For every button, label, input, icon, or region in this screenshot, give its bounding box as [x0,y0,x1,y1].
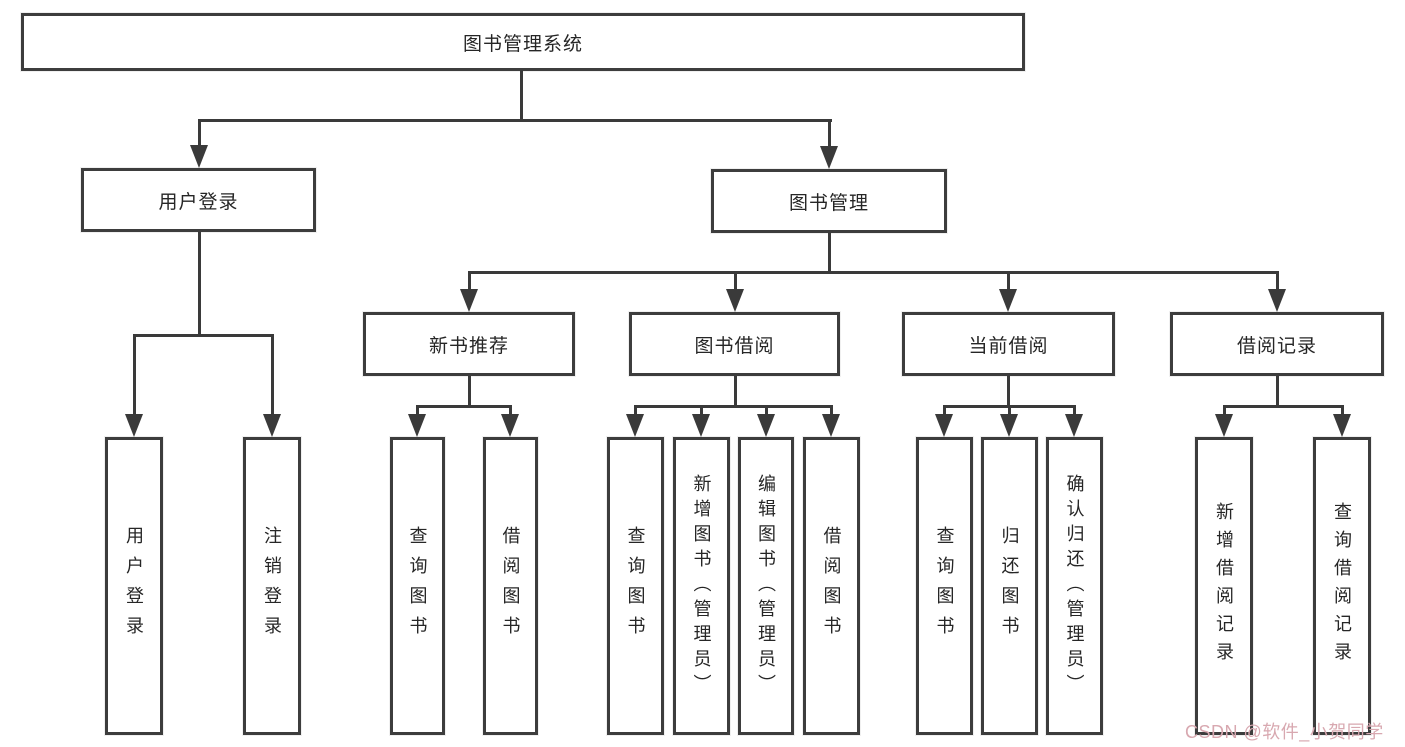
arrowhead-new-book-rec [460,289,478,312]
connector-drop-query-book-a [416,405,419,417]
connector-root-stem [520,70,523,121]
connector-drop-leaf-logout [271,334,274,414]
connector-user-login-stem [198,232,201,337]
connector-drop-borrow-book-a [509,405,512,417]
connector-drop-book-borrow [734,271,737,290]
arrowhead-return-book [1000,414,1018,437]
arrowhead-book-mgmt [820,146,838,169]
leaf-query-book-a: 查询图书 [390,437,445,735]
arrowhead-user-login [190,145,208,168]
connector-drop-confirm-return [1073,405,1076,417]
leaf-query-book-b: 查询图书 [607,437,664,735]
connector-book-borrow-stem [734,376,737,407]
node-user-login-label: 用户登录 [158,191,239,213]
connector-new-book-rec-bar [416,405,512,408]
connector-drop-current-borrow [1007,271,1010,290]
connector-drop-query-book-b [634,405,637,417]
node-book-mgmt: 图书管理 [711,169,947,233]
leaf-add-record: 新增借阅记录 [1195,437,1253,735]
leaf-user-login-label: 用户登录 [124,526,144,646]
connector-drop-return-book [1008,405,1011,417]
node-book-borrow-label: 图书借阅 [694,335,775,357]
connector-drop-query-record [1341,405,1344,417]
connector-user-login-bar [133,334,274,337]
node-book-borrow: 图书借阅 [629,312,840,376]
connector-drop-user-login [198,119,201,147]
leaf-add-book-label: 新增图书（管理员） [691,473,712,699]
arrowhead-borrow-record [1268,289,1286,312]
arrowhead-edit-book [757,414,775,437]
node-borrow-record: 借阅记录 [1170,312,1384,376]
leaf-borrow-book-a-label: 借阅图书 [500,526,521,646]
connector-drop-add-book [700,405,703,417]
leaf-borrow-book-a: 借阅图书 [483,437,538,735]
leaf-query-book-b-label: 查询图书 [625,526,646,646]
node-root: 图书管理系统 [21,13,1025,71]
csdn-watermark: CSDN @软件_小贺同学 [1185,722,1384,742]
arrowhead-borrow-book-a [501,414,519,437]
connector-borrow-record-stem [1276,376,1279,407]
arrowhead-confirm-return [1065,414,1083,437]
arrowhead-add-record [1215,414,1233,437]
leaf-add-book: 新增图书（管理员） [673,437,730,735]
connector-drop-borrow-record [1276,271,1279,290]
leaf-query-book-c: 查询图书 [916,437,973,735]
node-current-borrow-label: 当前借阅 [968,335,1049,357]
arrowhead-query-book-b [626,414,644,437]
leaf-return-book: 归还图书 [981,437,1038,735]
leaf-confirm-return: 确认归还（管理员） [1046,437,1103,735]
leaf-borrow-book-b: 借阅图书 [803,437,860,735]
node-borrow-record-label: 借阅记录 [1236,335,1317,357]
connector-drop-book-mgmt [828,119,831,147]
arrowhead-leaf-logout [263,414,281,437]
connector-drop-borrow-book-b [830,405,833,417]
connector-root-bar [198,119,832,122]
leaf-query-record-label: 查询借阅记录 [1332,502,1352,670]
connector-borrow-record-bar [1223,405,1344,408]
node-book-mgmt-label: 图书管理 [788,192,869,214]
node-user-login: 用户登录 [81,168,316,232]
arrowhead-book-borrow [726,289,744,312]
leaf-query-book-c-label: 查询图书 [934,526,955,646]
arrowhead-leaf-user-login [125,414,143,437]
arrowhead-add-book [692,414,710,437]
arrowhead-current-borrow [999,289,1017,312]
connector-book-mgmt-stem [828,233,831,273]
node-new-book-rec-label: 新书推荐 [428,335,509,357]
connector-book-borrow-bar [634,405,833,408]
leaf-query-book-a-label: 查询图书 [407,526,428,646]
connector-book-mgmt-bar [468,271,1279,274]
node-new-book-rec: 新书推荐 [363,312,575,376]
arrowhead-query-record [1333,414,1351,437]
connector-drop-edit-book [765,405,768,417]
arrowhead-query-book-a [408,414,426,437]
leaf-query-record: 查询借阅记录 [1313,437,1371,735]
connector-drop-new-book-rec [468,271,471,290]
connector-new-book-rec-stem [468,376,471,407]
leaf-edit-book-label: 编辑图书（管理员） [756,473,776,699]
connector-drop-leaf-user-login [133,334,136,414]
leaf-add-record-label: 新增借阅记录 [1214,502,1234,670]
connector-current-borrow-stem [1007,376,1010,407]
node-root-label: 图书管理系统 [462,33,583,55]
leaf-confirm-return-label: 确认归还（管理员） [1064,473,1085,699]
leaf-borrow-book-b-label: 借阅图书 [821,526,842,646]
leaf-user-login: 用户登录 [105,437,163,735]
connector-drop-query-book-c [943,405,946,417]
leaf-logout-label: 注销登录 [262,526,282,646]
leaf-return-book-label: 归还图书 [999,526,1020,646]
node-current-borrow: 当前借阅 [902,312,1115,376]
arrowhead-borrow-book-b [822,414,840,437]
connector-drop-add-record [1223,405,1226,417]
arrowhead-query-book-c [935,414,953,437]
leaf-edit-book: 编辑图书（管理员） [738,437,794,735]
leaf-logout: 注销登录 [243,437,301,735]
